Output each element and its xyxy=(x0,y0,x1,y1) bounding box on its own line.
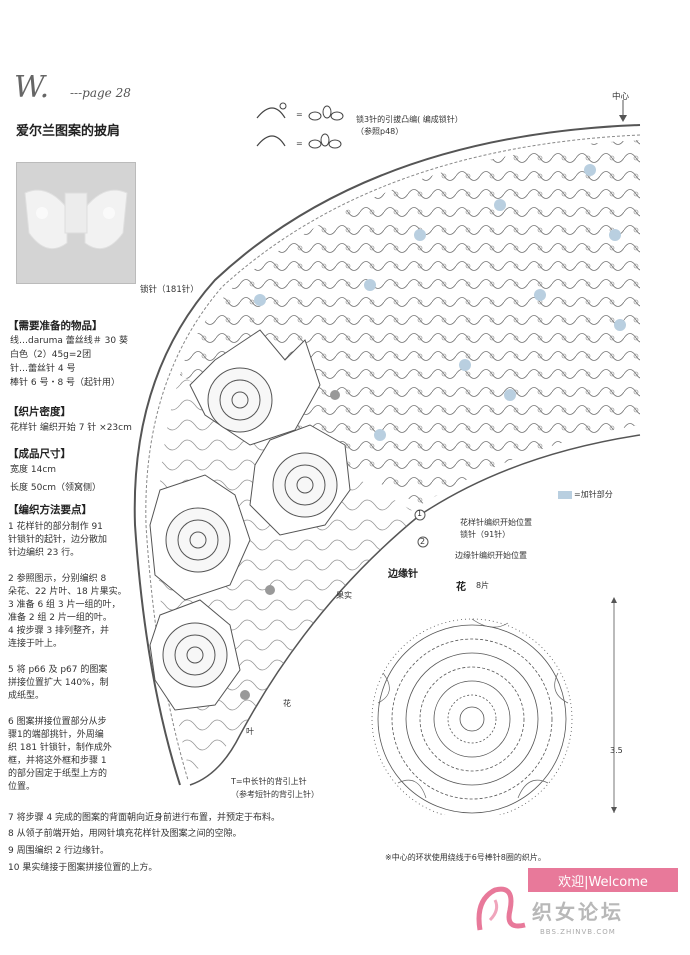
method-step-line: 针边编织 23 行。 xyxy=(8,548,80,558)
legend-reference: （参照p48） xyxy=(356,127,404,136)
chain-181-label: 锁针（181针） xyxy=(140,285,199,295)
method-step-line: 成纸型。 xyxy=(8,691,45,701)
legend-description: 锁3针的引拔凸编( 编成锁针） xyxy=(356,115,463,124)
flower-dimension: 3.5 xyxy=(610,746,623,755)
materials-line: 针…蕾丝针 4 号 xyxy=(10,364,76,374)
method-step-line: 9 周围编织 2 行边缘针。 xyxy=(8,846,110,856)
method-step-line: 位置。 xyxy=(8,782,36,792)
section-letter: W. xyxy=(14,70,50,105)
marker-1: 1 xyxy=(417,509,423,518)
method-step-line: 3 准备 6 组 3 片一组的叶， xyxy=(8,600,121,610)
method-step-line: 4 按步骤 3 排列整齐，并 xyxy=(8,626,110,636)
method-step-line: 框，并将这外框和步骤 1 xyxy=(8,756,107,766)
size-heading: 【成品尺寸】 xyxy=(8,448,71,460)
center-label: 中心 xyxy=(612,92,630,102)
method-step-line: 2 参照图示，分别编织 8 xyxy=(8,574,107,584)
product-photo xyxy=(16,162,136,284)
gauge-heading: 【织片密度】 xyxy=(8,406,71,418)
materials-line: 棒针 6 号・8 号（起针用） xyxy=(10,378,121,388)
method-step-line: 10 果实缝接于图案拼接位置的上方。 xyxy=(8,863,158,873)
materials-line: 白色（2）45g=2团 xyxy=(10,350,92,360)
watermark-banner: 欢迎|Welcome xyxy=(528,868,678,892)
method-step-line: 5 将 p66 及 p67 的图案 xyxy=(8,665,108,675)
leaf-label: 叶 xyxy=(246,727,254,736)
method-step-line: 连接于叶上。 xyxy=(8,639,63,649)
page-reference: ---page 28 xyxy=(70,86,131,100)
flower-chart-diagram xyxy=(371,597,617,815)
method-step-line: 准备 2 组 2 片一组的叶。 xyxy=(8,613,112,623)
method-step-line: 骤1的端部挑针，外周编 xyxy=(8,730,104,740)
legend-symbols xyxy=(255,98,360,158)
method-step-line: 1 花样针的部分制作 91 xyxy=(8,522,103,532)
method-step-line: 针锁针的起针，边分散加 xyxy=(8,535,108,545)
pattern-title: 爱尔兰图案的披肩 xyxy=(16,124,121,139)
size-line: 长度 50cm（领窝侧） xyxy=(10,483,102,493)
half-dc-reference: （参考短针的背引上针） xyxy=(231,790,319,799)
watermark-url: BBS.ZHINVB.COM xyxy=(540,928,616,936)
flower-chart-count: 8片 xyxy=(476,581,490,590)
fruit-label: 果实 xyxy=(336,591,352,600)
marker-2: 2 xyxy=(420,537,426,546)
edging-start-label: 边缘针编织开始位置 xyxy=(455,551,527,560)
shawl-chart-diagram xyxy=(133,100,641,786)
increase-note: =加针部分 xyxy=(574,490,613,499)
materials-line: 线…daruma 蕾丝线＃ 30 葵 xyxy=(10,336,128,346)
method-step-line: 6 图案拼接位置部分从步 xyxy=(8,717,107,727)
flower-label: 花 xyxy=(283,699,291,708)
half-dc-legend: T=中长针的背引上针 xyxy=(231,777,307,786)
legend-equals: = xyxy=(296,110,303,119)
pattern-start-chain-label: 锁针（91针） xyxy=(460,530,511,539)
flower-chart-title: 花 xyxy=(456,582,466,593)
method-step-line: 8 从领子前端开始，用网针填充花样针及图案之间的空隙。 xyxy=(8,829,242,839)
pattern-start-label: 花样针编织开始位置 xyxy=(460,518,532,527)
shawl-photo-illustration xyxy=(17,163,135,283)
materials-heading: 【需要准备的物品】 xyxy=(8,320,103,332)
method-step-line: 7 将步骤 4 完成的图案的背面朝向近身前进行布置，并预定于布料。 xyxy=(8,813,281,823)
edging-label: 边缘针 xyxy=(388,569,418,580)
flower-chart-note: ※中心的环状使用绕线于6号棒针8圈的织片。 xyxy=(385,853,546,862)
watermark-logo xyxy=(470,880,530,944)
size-line: 宽度 14cm xyxy=(10,465,57,475)
method-step-line: 朵花、22 片叶、18 片果实。 xyxy=(8,587,127,597)
watermark-brand: 织女论坛 xyxy=(532,900,624,924)
method-step-line: 织 181 针锁针，制作成外 xyxy=(8,743,112,753)
increase-swatch xyxy=(558,491,572,499)
method-step-line: 的部分固定于纸型上方的 xyxy=(8,769,108,779)
gauge-line: 花样针 编织开始 7 针 ×23cm xyxy=(10,423,132,433)
method-heading: 【编织方法要点】 xyxy=(8,504,92,516)
legend-equals: = xyxy=(296,139,303,148)
method-step-line: 拼接位置扩大 140%，制 xyxy=(8,678,109,688)
